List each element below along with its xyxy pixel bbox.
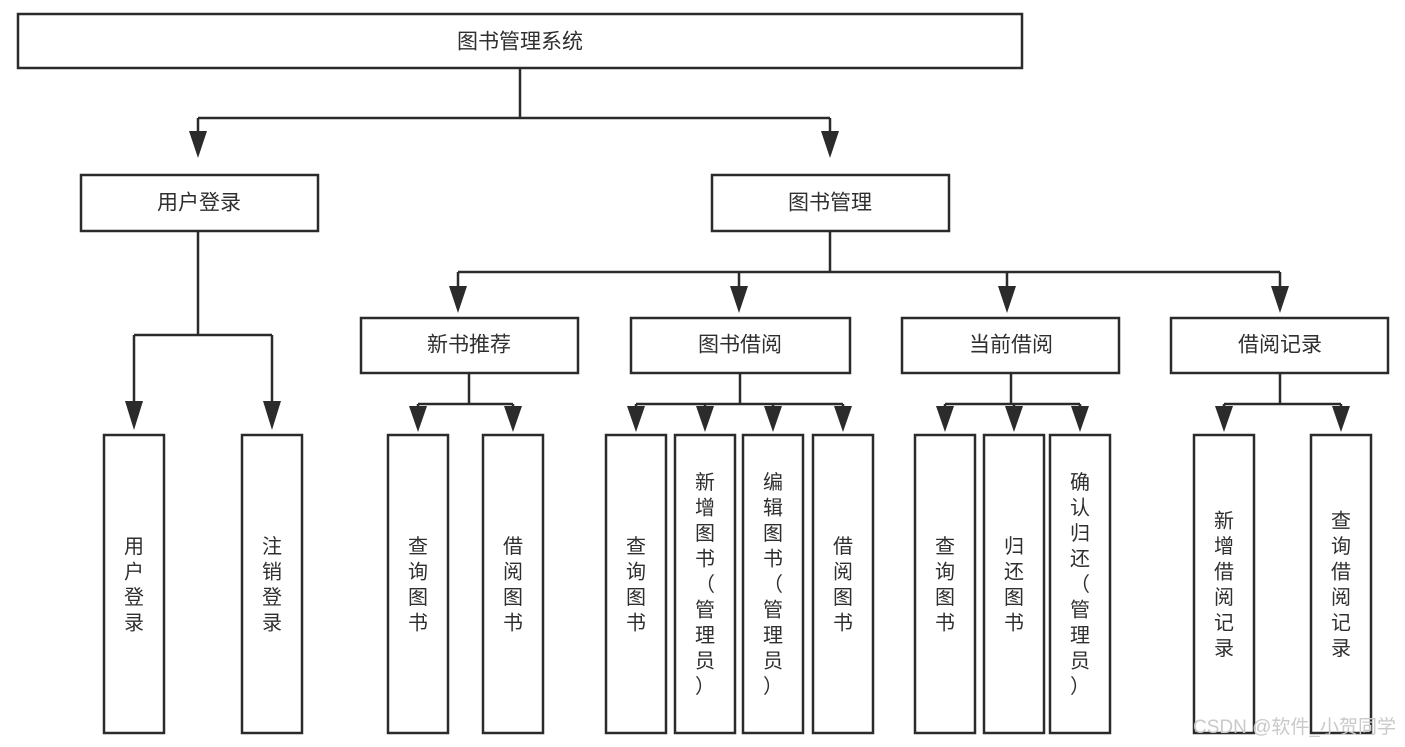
arrow-head-new-book-rec — [449, 286, 467, 313]
leaf-query-book-b[interactable]: 查询图书 — [604, 433, 668, 735]
node-root-system-box[interactable] — [16, 12, 1024, 70]
leaf-borrow-book-b[interactable]: 借阅图书 — [811, 433, 875, 735]
leaf-user-login[interactable]: 用户登录 — [102, 433, 166, 735]
node-current-borrow-label: 当前借阅 — [969, 334, 1053, 357]
node-user-login-box[interactable] — [79, 173, 320, 233]
leaf-borrow-book-a[interactable]: 借阅图书 — [481, 433, 545, 735]
node-user-login[interactable]: 用户登录 — [79, 173, 320, 233]
arrow-head-bb-leaf-1 — [627, 406, 645, 432]
node-borrow-record[interactable]: 借阅记录 — [1169, 316, 1390, 375]
leaf-query-book-a-box[interactable] — [386, 433, 450, 735]
arrow-head-cb-leaf-2 — [1005, 406, 1023, 432]
node-book-borrow-box[interactable] — [629, 316, 852, 375]
arrow-head-cb-leaf-3 — [1071, 406, 1089, 432]
node-book-borrow[interactable]: 图书借阅 — [629, 316, 852, 375]
arrow-head-bb-leaf-3 — [764, 406, 782, 432]
node-root-system[interactable]: 图书管理系统 — [16, 12, 1024, 70]
leaf-return-book[interactable]: 归还图书 — [982, 433, 1046, 735]
leaf-return-book-box[interactable] — [982, 433, 1046, 735]
node-borrow-record-box[interactable] — [1169, 316, 1390, 375]
leaf-add-record-label: 新增借阅记录 — [1214, 509, 1234, 660]
arrow-head-bb-leaf-4 — [834, 406, 852, 432]
csdn-watermark: CSDN @软件_小贺同学 — [1193, 716, 1396, 738]
leaf-add-book-box[interactable] — [673, 433, 737, 735]
leaf-confirm-return-label: 确认归还（管理员） — [1070, 471, 1090, 698]
arrow-head-book-borrow — [730, 286, 748, 313]
leaf-query-book-c-box[interactable] — [913, 433, 977, 735]
arrow-head-br-leaf-1 — [1215, 406, 1233, 432]
node-user-login-label: 用户登录 — [157, 192, 241, 215]
leaf-borrow-book-a-box[interactable] — [481, 433, 545, 735]
arrow-head-borrow-record — [1271, 286, 1289, 313]
arrow-head-nbr-leaf-2 — [504, 406, 522, 432]
arrow-head-user-login — [189, 131, 207, 158]
arrow-head-br-leaf-2 — [1332, 406, 1350, 432]
leaf-confirm-return-box[interactable] — [1048, 433, 1112, 735]
arrow-head-leaf-user-login — [125, 401, 143, 430]
arrow-head-cb-leaf-1 — [936, 406, 954, 432]
leaf-query-record[interactable]: 查询借阅记录 — [1309, 433, 1373, 735]
leaf-edit-book-label: 编辑图书（管理员） — [763, 471, 783, 698]
node-book-borrow-label: 图书借阅 — [698, 334, 782, 357]
leaf-query-book-c[interactable]: 查询图书 — [913, 433, 977, 735]
node-current-borrow-box[interactable] — [900, 316, 1121, 375]
leaf-edit-book[interactable]: 编辑图书（管理员） — [741, 433, 805, 735]
connector-layer — [125, 68, 1350, 432]
node-new-book-rec-label: 新书推荐 — [427, 334, 511, 357]
leaf-borrow-book-b-box[interactable] — [811, 433, 875, 735]
node-new-book-rec-box[interactable] — [359, 316, 580, 375]
node-borrow-record-label: 借阅记录 — [1238, 334, 1322, 357]
leaf-confirm-return[interactable]: 确认归还（管理员） — [1048, 433, 1112, 735]
leaf-query-book-a-label: 查询图书 — [408, 535, 428, 635]
arrow-head-nbr-leaf-1 — [409, 406, 427, 432]
leaf-query-book-a[interactable]: 查询图书 — [386, 433, 450, 735]
leaf-add-record-box[interactable] — [1192, 433, 1256, 735]
node-current-borrow[interactable]: 当前借阅 — [900, 316, 1121, 375]
node-book-manage-label: 图书管理 — [788, 192, 872, 215]
leaf-user-login-label: 用户登录 — [124, 536, 144, 635]
node-root-system-label: 图书管理系统 — [457, 31, 583, 54]
leaf-logout[interactable]: 注销登录 — [240, 433, 304, 735]
leaf-add-book[interactable]: 新增图书（管理员） — [673, 433, 737, 735]
arrow-head-bb-leaf-2 — [696, 406, 714, 432]
leaf-logout-box[interactable] — [240, 433, 304, 735]
leaf-query-book-b-label: 查询图书 — [626, 535, 646, 635]
leaf-user-login-box[interactable] — [102, 433, 166, 735]
node-book-manage[interactable]: 图书管理 — [710, 173, 951, 233]
leaf-add-record[interactable]: 新增借阅记录 — [1192, 433, 1256, 735]
leaf-return-book-label: 归还图书 — [1004, 535, 1024, 635]
leaf-query-record-box[interactable] — [1309, 433, 1373, 735]
leaf-edit-book-box[interactable] — [741, 433, 805, 735]
node-new-book-rec[interactable]: 新书推荐 — [359, 316, 580, 375]
leaf-borrow-book-b-label: 借阅图书 — [833, 535, 853, 635]
leaf-query-book-b-box[interactable] — [604, 433, 668, 735]
leaf-query-record-label: 查询借阅记录 — [1331, 509, 1351, 660]
leaf-add-book-label: 新增图书（管理员） — [695, 471, 715, 698]
arrow-head-leaf-logout — [263, 401, 281, 430]
arrow-head-current-borrow — [998, 286, 1016, 313]
arrow-head-book-manage — [821, 131, 839, 158]
leaf-borrow-book-a-label: 借阅图书 — [503, 535, 523, 635]
leaf-logout-label: 注销登录 — [262, 535, 282, 635]
node-book-manage-box[interactable] — [710, 173, 951, 233]
leaf-query-book-c-label: 查询图书 — [935, 535, 955, 635]
